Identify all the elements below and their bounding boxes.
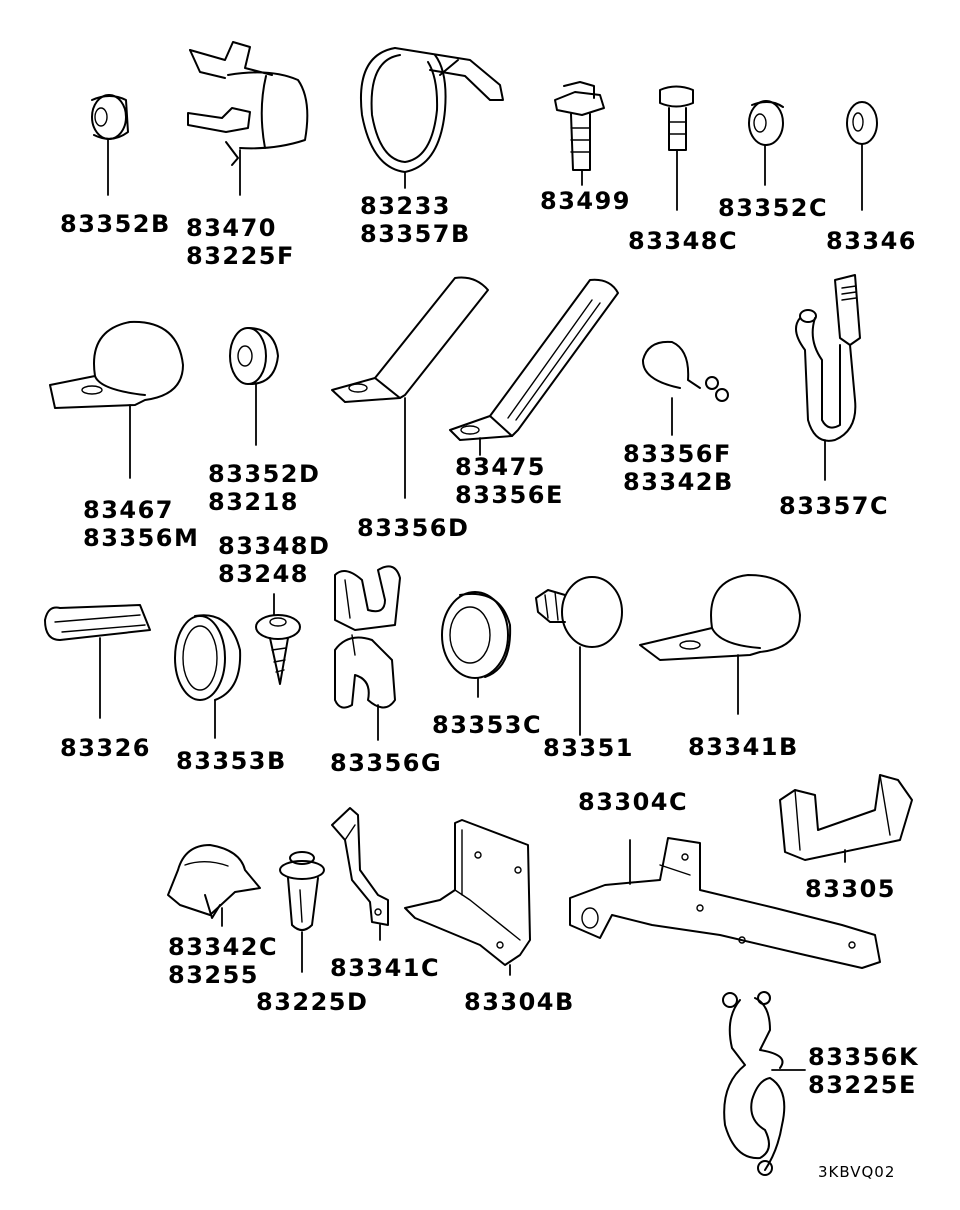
- part-label-83352b: 83352B: [60, 210, 171, 238]
- part-label-83356g: 83356G: [330, 749, 443, 777]
- part-83356d-strap-drawing: [331, 276, 489, 499]
- part-83341c-bracket-drawing: [331, 807, 389, 941]
- part-83305-bracket-clip-drawing: [779, 774, 913, 863]
- part-label-83351: 83351: [543, 734, 634, 762]
- part-83356f-ring-clip-drawing: [641, 340, 729, 436]
- part-83475-strap-drawing: [449, 278, 619, 456]
- part-83353b-grommet-drawing: [174, 614, 242, 739]
- part-83467-p-clamp-drawing: [49, 320, 184, 479]
- part-83342c-clip-drawing: [167, 844, 261, 927]
- part-label-83225d: 83225D: [256, 988, 369, 1016]
- part-83352c-nut-drawing: [748, 100, 784, 186]
- part-83304b-bracket-drawing: [404, 819, 531, 976]
- part-label-83304b: 83304B: [464, 988, 575, 1016]
- part-83348c-bolt-drawing: [659, 85, 694, 211]
- part-label-83352c: 83352C: [718, 194, 829, 222]
- part-label-83304c: 83304C: [578, 788, 689, 816]
- part-83356k-double-loop-clip-drawing: [722, 991, 806, 1176]
- part-label-83346: 83346: [826, 227, 917, 255]
- part-label-83348c: 83348C: [628, 227, 739, 255]
- part-label-83341b: 83341B: [688, 733, 799, 761]
- part-label-83353c: 83353C: [432, 711, 543, 739]
- part-83304c-bracket-drawing: [569, 837, 881, 969]
- part-83341b-p-clamp-drawing: [639, 574, 801, 715]
- part-83348d-screw-drawing: [255, 593, 301, 685]
- part-83499-bolt-drawing: [554, 81, 605, 186]
- part-label-83305: 83305: [805, 875, 896, 903]
- part-83352d-nut-drawing: [229, 327, 279, 446]
- part-label-83356d: 83356D: [357, 514, 470, 542]
- part-label-83326: 83326: [60, 734, 151, 762]
- part-label-83353b: 83353B: [176, 747, 287, 775]
- part-83352b-nut-drawing: [91, 94, 129, 196]
- part-label-83499: 83499: [540, 187, 631, 215]
- part-83225d-rivet-drawing: [279, 851, 325, 973]
- part-label-83357c: 83357C: [779, 492, 890, 520]
- part-83356g-double-clip-drawing: [334, 565, 401, 741]
- part-83357c-hook-clip-drawing: [795, 274, 861, 481]
- diagram-code: 3KBVQ02: [818, 1163, 896, 1181]
- part-83233-band-clamp-drawing: [360, 47, 504, 189]
- part-83470-clip-drawing: [187, 41, 309, 196]
- part-83353c-grommet-drawing: [441, 591, 512, 698]
- part-label-83341c: 83341C: [330, 954, 441, 982]
- part-83346-washer-drawing: [846, 101, 878, 211]
- part-83326-clip-drawing: [44, 604, 151, 719]
- part-83351-push-rivet-drawing: [535, 576, 623, 736]
